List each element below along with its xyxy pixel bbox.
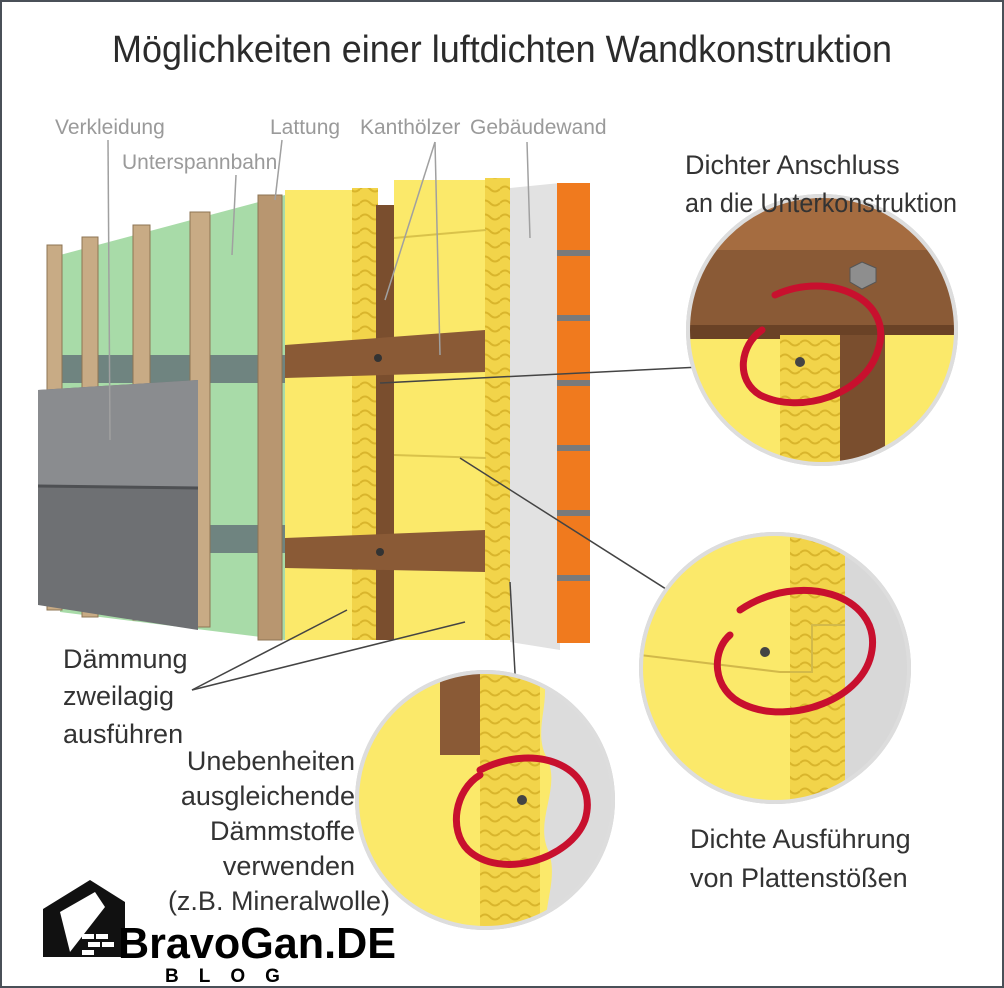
seal-ring [713, 586, 876, 716]
brick-mortar [557, 250, 590, 581]
callout-unebenheiten-line4: verwenden [223, 851, 355, 881]
building-wall-plaster [510, 183, 560, 650]
callout-unebenheiten-line3: Dämmstoffe [210, 816, 355, 846]
cladding-joint [37, 484, 199, 490]
label-lattung: Lattung [270, 116, 340, 139]
vertical-post [376, 205, 394, 640]
callout-anschluss-line2: an die Unterkonstruktion [685, 188, 957, 218]
label-unterspannbahn: Unterspannbahn [122, 151, 277, 174]
callout-unebenheiten-line2: ausgleichende [181, 781, 355, 811]
callout-daemmung-line1: Dämmung [63, 644, 188, 674]
callout-anschluss-line1: Dichter Anschluss [685, 150, 900, 180]
building-wall-brick [557, 183, 590, 643]
label-verkleidung: Verkleidung [55, 116, 165, 139]
plate-joint-top [393, 229, 487, 239]
beam-top [285, 330, 485, 378]
bolt-icon [376, 548, 384, 556]
callout-plattenstoesse-line2: von Plattenstößen [690, 863, 908, 893]
label-gebaeudewand: Gebäudewand [470, 116, 607, 139]
watermark-sub: BLOG [165, 966, 300, 987]
plate-joint [393, 454, 487, 459]
insulation-layer-1-edge [352, 188, 378, 640]
seal-ring [452, 754, 591, 868]
detail-circle-anschluss [686, 194, 958, 466]
callout-unebenheiten-line1: Unebenheiten [187, 746, 355, 776]
label-leader-lines [107, 139, 531, 441]
watermark-brand: BravoGan.DE [118, 919, 396, 968]
seal-ring [739, 282, 885, 407]
callout-daemmung-line2: zweilagig [63, 681, 174, 711]
detail-circle-plattenstoesse [639, 532, 911, 804]
insulation-layer-1 [285, 190, 355, 640]
callout-daemmung-line3: ausführen [63, 719, 183, 749]
label-kanthoelzer: Kanthölzer [360, 116, 460, 139]
callout-unebenheiten-line5: (z.B. Mineralwolle) [168, 886, 390, 916]
insulation-layer-2-edge [485, 178, 510, 640]
detail-circle-unebenheiten [355, 670, 615, 930]
watermark-logo: BravoGan.DE BLOG [43, 880, 396, 987]
bolt-icon [374, 354, 382, 362]
callout-plattenstoesse-line1: Dichte Ausführung [690, 824, 911, 854]
cladding-panel-top [38, 380, 198, 488]
beam-bottom [285, 530, 485, 572]
page-title: Möglichkeiten einer luftdichten Wandkons… [112, 29, 892, 71]
